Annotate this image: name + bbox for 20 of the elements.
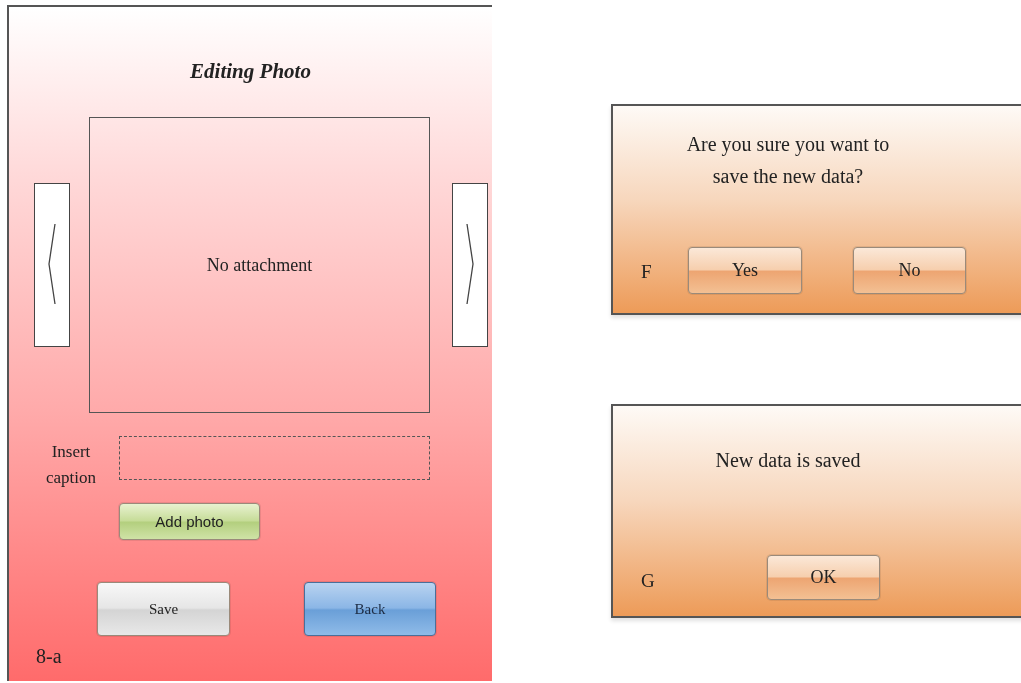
button: Back: [304, 582, 436, 636]
dialog-box: [611, 404, 1021, 618]
button: Save: [97, 582, 230, 636]
phone-screen: [7, 5, 492, 681]
dialog-message: Are you sure you want to save the new data?: [685, 132, 891, 189]
nav-button: [34, 183, 70, 347]
dialog-box: [611, 104, 1021, 315]
button: No: [853, 247, 966, 294]
nav-button: [452, 183, 488, 347]
button: Yes: [688, 247, 802, 294]
dialog-letter: F: [641, 261, 652, 283]
dialog-letter: G: [641, 570, 655, 592]
screen-title: Editing Photo: [189, 59, 312, 84]
dialog-message: New data is saved: [714, 448, 862, 473]
field-label: Insert caption: [44, 441, 97, 489]
button: OK: [767, 555, 880, 600]
button: Add photo: [119, 503, 260, 540]
attachment-field: No attachment: [89, 117, 430, 413]
input-field: [119, 436, 430, 480]
screen-number: 8-a: [36, 645, 62, 668]
